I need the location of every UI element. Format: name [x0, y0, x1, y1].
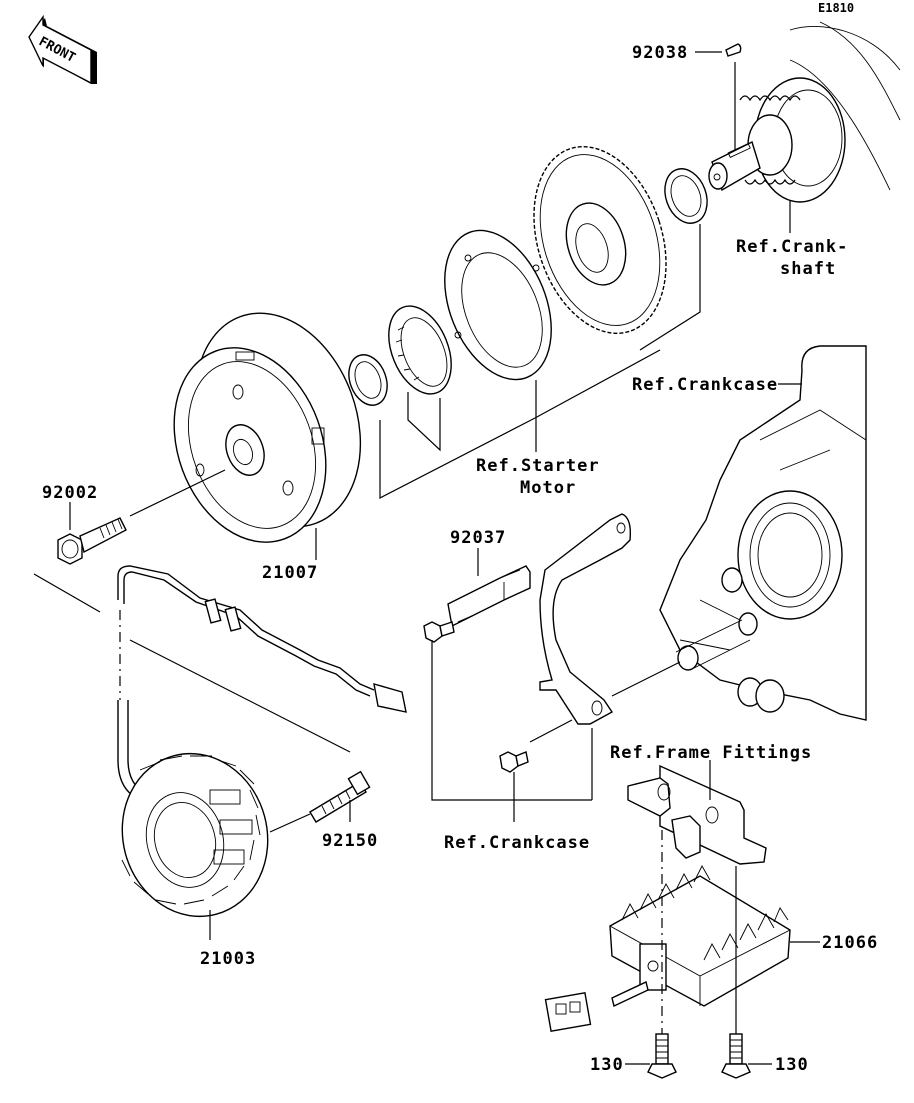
ref-crankcase-label-bottom[interactable]: Ref.Crankcase — [444, 833, 590, 853]
bolt-92002 — [57, 517, 127, 565]
starter-gear — [533, 146, 667, 334]
ref-crankcase-label-top[interactable]: Ref.Crankcase — [632, 375, 778, 395]
crankcase — [659, 345, 867, 721]
ref-starter-motor-label-2: Motor — [520, 478, 576, 498]
part-label-130-left[interactable]: 130 — [590, 1055, 624, 1075]
part-label-21066[interactable]: 21066 — [822, 933, 878, 953]
regulator-rectifier-21066 — [544, 865, 791, 1033]
bolt-130-right — [721, 1033, 751, 1079]
rotor-21007 — [173, 312, 362, 543]
front-arrow-icon: FRONT — [28, 14, 97, 85]
ref-starter-motor-label[interactable]: Ref.Starter — [476, 456, 600, 476]
ref-crankshaft-label[interactable]: Ref.Crank- — [736, 237, 848, 257]
part-label-21003[interactable]: 21003 — [200, 949, 256, 969]
part-label-92037[interactable]: 92037 — [450, 528, 506, 548]
stator-21003 — [117, 700, 269, 918]
clamp-92037 — [447, 565, 531, 628]
part-label-92002[interactable]: 92002 — [42, 483, 98, 503]
ref-crankshaft-label-2: shaft — [780, 259, 836, 279]
washer-right — [664, 168, 708, 224]
part-label-92038[interactable]: 92038 — [632, 43, 688, 63]
frame-fitting — [627, 764, 767, 865]
part-label-92150[interactable]: 92150 — [322, 831, 378, 851]
bracket — [539, 513, 632, 725]
bolt-130-left — [647, 1033, 677, 1079]
key-92038 — [725, 43, 742, 57]
bolt-bracket-bottom — [499, 751, 529, 773]
bolt-bracket-left — [423, 621, 455, 643]
one-way-clutch — [388, 305, 452, 395]
starter-clutch-housing — [444, 229, 552, 381]
crankshaft — [708, 21, 901, 203]
bolt-92150 — [309, 770, 371, 823]
part-label-21007[interactable]: 21007 — [262, 563, 318, 583]
part-label-130-right[interactable]: 130 — [775, 1055, 809, 1075]
washer-left — [348, 354, 388, 406]
diagram-code: E1810 — [818, 1, 854, 15]
stator-wire-harness — [117, 565, 407, 713]
ref-frame-fittings-label[interactable]: Ref.Frame Fittings — [610, 743, 812, 763]
